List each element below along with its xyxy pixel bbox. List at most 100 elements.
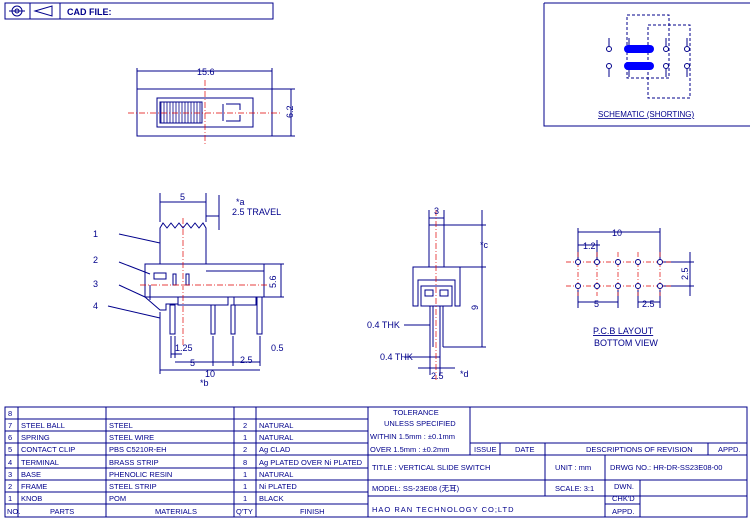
schematic-frame: [543, 2, 750, 127]
bom-cell-material: BRASS STRIP: [109, 458, 159, 467]
bom-cell-material: STEEL STRIP: [109, 482, 157, 491]
bom-cell-qty: 1: [243, 494, 247, 503]
bom-header-no: NO.: [7, 507, 20, 516]
pcb-label-2: BOTTOM VIEW: [594, 338, 658, 348]
bom-header-parts: PARTS: [50, 507, 74, 516]
header-block: [4, 2, 274, 20]
bom-cell-part: KNOB: [21, 494, 42, 503]
title-block-grid: [367, 406, 748, 518]
bom-cell-no: 1: [8, 494, 12, 503]
knob-width-dim: 5: [180, 192, 185, 202]
bom-header-finish: FINISH: [300, 507, 325, 516]
thk-bottom: 0.4 THK: [380, 352, 413, 362]
bom-cell-no: 5: [8, 445, 12, 454]
issue-label: ISSUE: [474, 445, 497, 454]
title-text: TITLE : VERTICAL SLIDE SWITCH: [372, 463, 490, 472]
schematic-label: SCHEMATIC (SHORTING): [598, 110, 694, 119]
pcb-dim-12: 1.2: [583, 241, 596, 251]
end-view: [404, 210, 486, 375]
callout-4: 4: [93, 301, 98, 311]
end-dim-9: 9: [470, 305, 480, 310]
tolerance-within: WITHIN 1.5mm : ±0.1mm: [370, 432, 455, 441]
pcb-labels: 10 1.2 2.5 5 2.5 P.C.B LAYOUT BOTTOM VIE…: [583, 228, 690, 348]
shorting-contact-top: [624, 45, 654, 53]
width-10-dim: 10: [205, 369, 215, 379]
end-view-labels: 3 *c 9 0.4 THK 0.4 THK 2.5 *d: [367, 206, 489, 381]
end-dim-3: 3: [434, 206, 439, 216]
bom-cell-material: POM: [109, 494, 126, 503]
bom-cell-part: BASE: [21, 470, 41, 479]
bom-cell-finish: Ag PLATED OVER Ni PLATED: [259, 458, 363, 467]
bom-cell-material: STEEL: [109, 421, 133, 430]
thk-top: 0.4 THK: [367, 320, 400, 330]
note-a: *a: [236, 197, 245, 207]
pcb-holes: [575, 259, 663, 289]
bom-cell-qty: 1: [243, 470, 247, 479]
side-view-labels: 5 *a 2.5 TRAVEL 5.6 1.25 5 2.5 0.5 10 *b…: [93, 192, 284, 388]
pcb-dim-25-bottom: 2.5: [642, 299, 655, 309]
bom-cell-part: STEEL BALL: [21, 421, 65, 430]
side-view: [107, 193, 284, 374]
bom-cell-finish: NATURAL: [259, 470, 293, 479]
top-height-dim: 6.2: [285, 105, 295, 118]
bom-cell-material: PBS C5210R-EH: [109, 445, 167, 454]
bom-cell-material: PHENOLIC RESIN: [109, 470, 172, 479]
pitch-left-dim: 1.25: [175, 343, 193, 353]
dwn-label: DWN.: [614, 482, 634, 491]
top-view: [136, 68, 295, 137]
bom-cell-part: FRAME: [21, 482, 47, 491]
descriptions-label: DESCRIPTIONS OF REVISION: [586, 445, 693, 454]
bom-cell-material: STEEL WIRE: [109, 433, 154, 442]
bom-cell-finish: BLACK: [259, 494, 284, 503]
end-dim-25: 2.5: [431, 371, 444, 381]
bom-header-materials: MATERIALS: [155, 507, 197, 516]
travel-dim: 2.5 TRAVEL: [232, 207, 281, 217]
bom-header-qty: Q'TY: [236, 507, 253, 516]
appd-label: APPD.: [612, 507, 635, 516]
bom-cell-qty: 1: [243, 433, 247, 442]
bom-cell-qty: 2: [243, 445, 247, 454]
bom-cell-qty: 1: [243, 482, 247, 491]
callout-3: 3: [93, 279, 98, 289]
bom-cell-no: 8: [8, 409, 12, 418]
model-text: MODEL: SS-23E08 (无耳): [372, 484, 460, 493]
chkd-label: CHK'D: [612, 494, 635, 503]
bom-cell-no: 2: [8, 482, 12, 491]
bom-header: NO. PARTS MATERIALS Q'TY FINISH: [7, 507, 325, 516]
unless-label: UNLESS SPECIFIED: [384, 419, 456, 428]
pcb-dim-5: 5: [594, 299, 599, 309]
pcb-dim-10: 10: [612, 228, 622, 238]
top-view-centerlines: [128, 80, 282, 145]
bom-cell-no: 6: [8, 433, 12, 442]
shorting-contact-bottom: [624, 62, 654, 70]
callout-2: 2: [93, 255, 98, 265]
pitch-05-dim: 0.5: [271, 343, 284, 353]
side-view-centerlines: [140, 218, 268, 345]
pitch-5-dim: 5: [190, 358, 195, 368]
callout-1: 1: [93, 229, 98, 239]
bom-cell-part: SPRING: [21, 433, 50, 442]
bom-cell-qty: 2: [243, 421, 247, 430]
pcb-dim-25-right: 2.5: [680, 267, 690, 280]
top-width-dim: 15.6: [197, 67, 215, 77]
bom-cell-finish: Ni PLATED: [259, 482, 297, 491]
drwg-text: DRWG NO.: HR-DR-SS23E08-00: [610, 463, 722, 472]
bom-cell-part: TERMINAL: [21, 458, 59, 467]
note-c: *c: [480, 240, 489, 250]
schematic-diagram: [606, 14, 691, 99]
bom-cell-no: 4: [8, 458, 12, 467]
company-name: HAO RAN TECHNOLOGY CO;LTD: [372, 505, 515, 514]
pitch-25-dim: 2.5: [240, 355, 253, 365]
bom-cell-finish: Ag CLAD: [259, 445, 291, 454]
cad-file-label: CAD FILE:: [67, 7, 112, 17]
date-label: DATE: [515, 445, 534, 454]
title-block-text: TOLERANCE UNLESS SPECIFIED WITHIN 1.5mm …: [370, 408, 741, 516]
appd-header-label: APPD.: [718, 445, 741, 454]
pcb-label-1: P.C.B LAYOUT: [593, 326, 654, 336]
scale-text: SCALE: 3:1: [555, 484, 594, 493]
bom-cell-qty: 8: [243, 458, 247, 467]
pcb-centerlines: [566, 252, 672, 296]
tolerance-over: OVER 1.5mm : ±0.2mm: [370, 445, 450, 454]
